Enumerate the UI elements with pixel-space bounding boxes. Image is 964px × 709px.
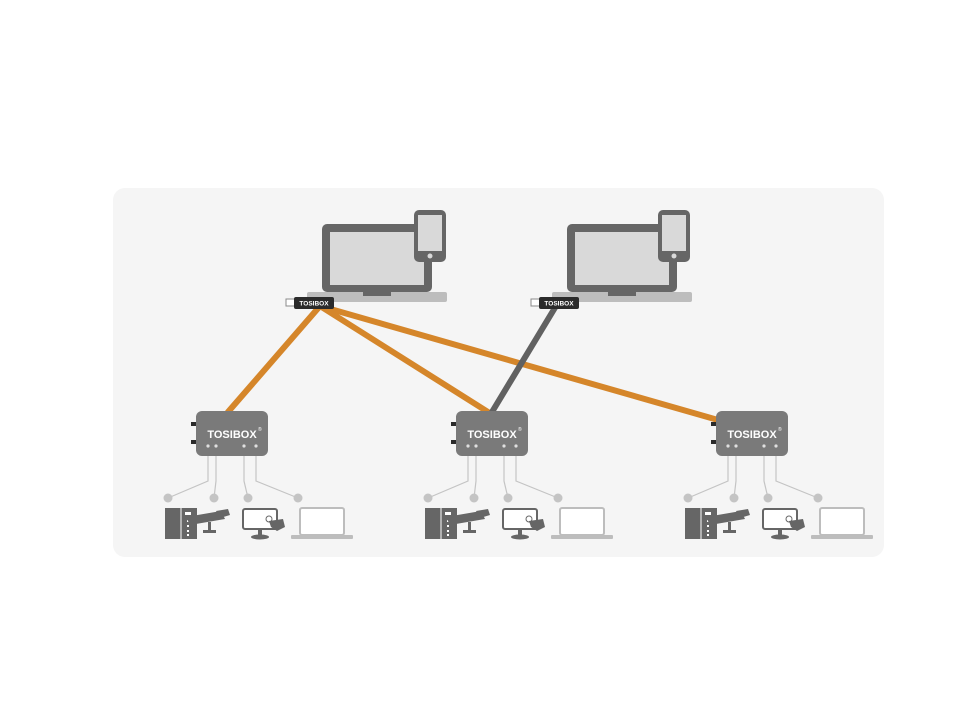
phone-screen bbox=[418, 215, 442, 251]
laptop-hinge bbox=[363, 292, 391, 296]
small-laptop-lid bbox=[560, 508, 604, 535]
tosibox-router-icon: TOSIBOX® bbox=[451, 411, 528, 456]
cabinet-display bbox=[705, 512, 711, 515]
node-led-4 bbox=[774, 444, 777, 447]
node-led-2 bbox=[214, 444, 217, 447]
cabinet-dot-3 bbox=[187, 534, 189, 536]
small-laptop-base bbox=[551, 535, 613, 539]
camera-mount bbox=[203, 530, 216, 533]
node-trademark: ® bbox=[778, 426, 782, 433]
port-dot-2 bbox=[730, 494, 739, 503]
smartphone-icon bbox=[414, 210, 446, 262]
node-led-1 bbox=[206, 444, 209, 447]
cabinet-display bbox=[445, 512, 451, 515]
small-laptop-lid bbox=[820, 508, 864, 535]
phone-screen bbox=[662, 215, 686, 251]
node-led-2 bbox=[474, 444, 477, 447]
cabinet-dot-2 bbox=[447, 530, 449, 532]
cabinet-dot-3 bbox=[707, 534, 709, 536]
small-laptop-lid bbox=[300, 508, 344, 535]
port-dot-2 bbox=[470, 494, 479, 503]
node-led-4 bbox=[254, 444, 257, 447]
camera-arm bbox=[728, 522, 731, 531]
laptop-icon bbox=[811, 508, 873, 539]
cabinet-dot-1 bbox=[447, 525, 449, 527]
laptop-screen bbox=[330, 232, 424, 285]
node-led-2 bbox=[734, 444, 737, 447]
node-label: TOSIBOX bbox=[207, 429, 257, 441]
node-led-3 bbox=[242, 444, 245, 447]
port-dot-4 bbox=[814, 494, 823, 503]
cabinet-dot-2 bbox=[707, 530, 709, 532]
usb-key-label: TOSIBOX bbox=[544, 301, 574, 308]
cabinet-dot-3 bbox=[447, 534, 449, 536]
port-dot-1 bbox=[684, 494, 693, 503]
laptop-hinge bbox=[608, 292, 636, 296]
port-dot-3 bbox=[244, 494, 253, 503]
monitor-base bbox=[771, 535, 789, 540]
usb-connector bbox=[286, 299, 295, 306]
port-dot-3 bbox=[504, 494, 513, 503]
phone-button bbox=[672, 254, 677, 259]
small-laptop-base bbox=[291, 535, 353, 539]
node-led-3 bbox=[502, 444, 505, 447]
laptop-screen bbox=[575, 232, 669, 285]
camera-mount bbox=[723, 530, 736, 533]
node-led-3 bbox=[762, 444, 765, 447]
cabinet-dot-1 bbox=[707, 525, 709, 527]
monitor-base bbox=[251, 535, 269, 540]
usb-key-label: TOSIBOX bbox=[299, 301, 329, 308]
monitor-base bbox=[511, 535, 529, 540]
tosibox-router-icon: TOSIBOX® bbox=[711, 411, 788, 456]
small-laptop-base bbox=[811, 535, 873, 539]
camera-arm bbox=[208, 522, 211, 531]
cabinet-dot-1 bbox=[187, 525, 189, 527]
node-led-4 bbox=[514, 444, 517, 447]
camera-mount bbox=[463, 530, 476, 533]
usb-connector bbox=[531, 299, 540, 306]
node-led-1 bbox=[726, 444, 729, 447]
cabinet-display bbox=[185, 512, 191, 515]
node-trademark: ® bbox=[518, 426, 522, 433]
laptop-icon bbox=[551, 508, 613, 539]
port-dot-4 bbox=[554, 494, 563, 503]
port-dot-1 bbox=[164, 494, 173, 503]
tosibox-router-icon: TOSIBOX® bbox=[191, 411, 268, 456]
phone-button bbox=[428, 254, 433, 259]
port-dot-3 bbox=[764, 494, 773, 503]
node-label: TOSIBOX bbox=[467, 429, 517, 441]
node-trademark: ® bbox=[258, 426, 262, 433]
port-dot-1 bbox=[424, 494, 433, 503]
port-dot-2 bbox=[210, 494, 219, 503]
smartphone-icon bbox=[658, 210, 690, 262]
cabinet-dot-2 bbox=[187, 530, 189, 532]
laptop-icon bbox=[291, 508, 353, 539]
node-led-1 bbox=[466, 444, 469, 447]
port-dot-4 bbox=[294, 494, 303, 503]
node-label: TOSIBOX bbox=[727, 429, 777, 441]
camera-arm bbox=[468, 522, 471, 531]
